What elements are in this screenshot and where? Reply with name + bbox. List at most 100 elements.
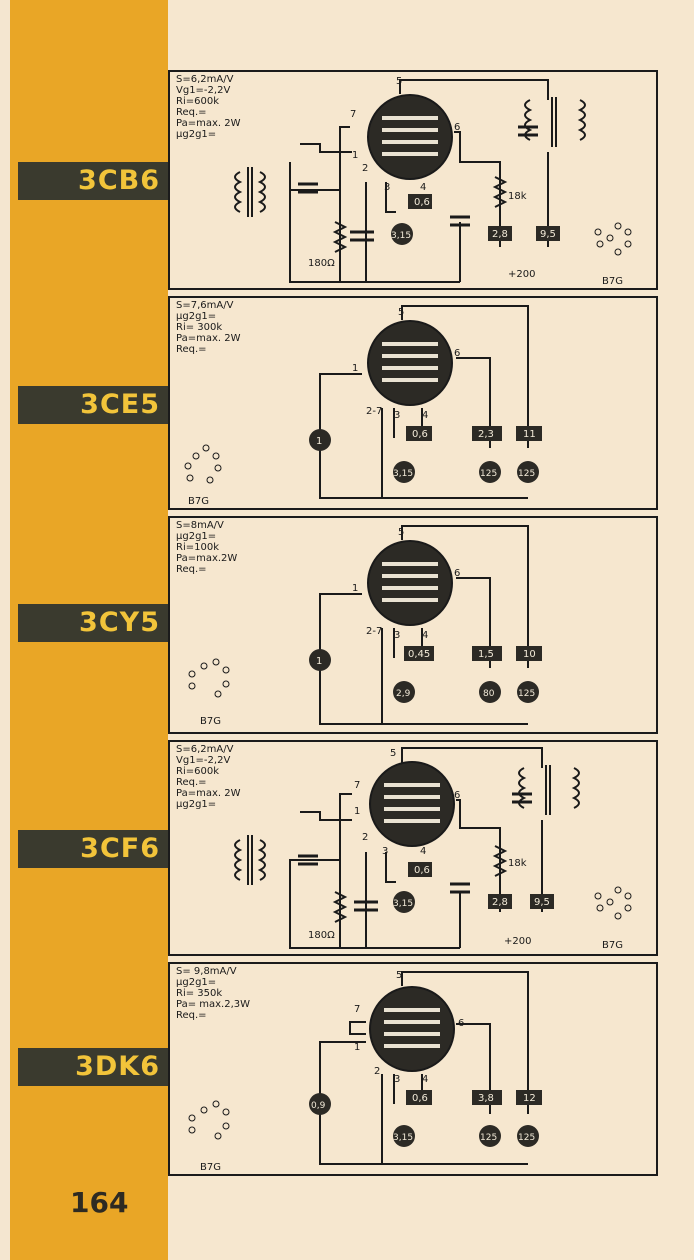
pin-label: 7 [350,109,356,120]
cathode-voltage: 0,6 [414,197,430,208]
anode-voltage-box [472,1090,502,1105]
wiring [289,747,543,949]
tube-label-3cf6: 3CF6 [18,830,168,868]
spec-line: Req.= [176,777,207,788]
tube-panel-3cb6: S=6,2mA/V Vg1=-2,2V Ri=600k Req.= Pa=max… [168,70,658,290]
resistor-icon [332,176,508,253]
screen-voltage: 9,5 [540,229,556,240]
anode-voltage: 2,8 [492,897,508,908]
pin-label: 5 [396,76,402,87]
tube-electrodes-icon [384,1008,440,1048]
spec-line: Pa=max.2W [176,553,238,564]
filament-voltage: 3,15 [393,469,413,479]
filament-voltage: 3,15 [393,1133,413,1143]
spec-list: S=6,2mA/V Vg1=-2,2V Ri=600k Req.= Pa=max… [176,74,240,140]
pin-label: 5 [398,307,404,318]
tube-electrodes-icon [382,116,438,156]
base-type: B7G [200,716,221,727]
pin-label: 6 [454,122,460,133]
filament-voltage: 3,15 [393,899,413,909]
anode-voltage: 3,8 [478,1093,494,1104]
input-transformer-icon [234,835,266,885]
spec-line: Ri= 350k [176,988,223,999]
tube-envelope-icon [369,761,455,847]
screen-meter-icon [517,1125,539,1147]
tube-envelope-icon [367,94,453,180]
tube-electrodes-icon [382,562,438,602]
screen-meter-value: 125 [518,469,535,479]
grid-meter-icon [309,1093,331,1115]
anode-voltage-box [488,894,512,909]
page-number: 164 [70,1186,129,1219]
pin-label: 1 [352,363,358,374]
tube-panel-3dk6: S= 9,8mA/V μg2g1= Ri= 350k Pa= max.2,3W … [168,962,658,1176]
spec-line: S= 9,8mA/V [176,966,237,977]
grid-meter-icon [309,429,331,451]
anode-voltage-box [488,226,512,241]
filament-voltage: 3,15 [391,231,411,241]
pin-label: 6 [458,1018,464,1029]
pin-label: 7 [354,1004,360,1015]
screen-voltage-box [536,226,560,241]
pin-label: 3 [384,182,390,193]
pin-label: 2-7 [366,406,382,417]
grid-voltage: 1 [316,436,322,447]
left-page-edge [0,0,10,1260]
screen-voltage-box [516,426,542,441]
anode-meter-icon [479,1125,501,1147]
spec-line: Req.= [176,107,207,118]
filament-meter-icon [393,461,415,483]
cathode-voltage-box [408,862,432,877]
cathode-voltage: 0,6 [414,865,430,876]
input-transformer-icon [234,167,266,217]
screen-voltage-box [530,894,554,909]
tube-panel-3cf6: S=6,2mA/V Vg1=-2,2V Ri=600k Req.= Pa=max… [168,740,658,956]
pin-label: 5 [390,748,396,759]
pin-label: 3 [394,1074,400,1085]
grid-voltage: 0,9 [311,1101,326,1111]
output-transformer-icon [518,765,580,815]
spec-line: Req.= [176,564,207,575]
pin-label: 6 [454,790,460,801]
screen-voltage: 12 [523,1093,536,1104]
screen-voltage: 10 [523,649,536,660]
anode-voltage-box [472,646,502,661]
base-type: B7G [602,276,623,287]
pin-label: 2 [362,163,368,174]
tube-envelope-icon [367,320,453,406]
base-type: B7G [200,1162,221,1173]
cathode-voltage-box [404,646,434,661]
spec-line: S=6,2mA/V [176,74,234,85]
circuit-diagram: 5 7 1 2 3 4 6 0,9 0,6 3,15 3,8 12 125 12… [188,970,542,1173]
spec-line: Req.= [176,1010,207,1021]
spec-line: Pa=max. 2W [176,788,241,799]
anode-meter-value: 125 [480,1133,497,1143]
cathode-voltage-box [406,426,432,441]
pin-label: 7 [354,780,360,791]
capacitor-icon [298,125,538,242]
screen-voltage: 9,5 [534,897,550,908]
pin-label: 6 [454,568,460,579]
circuit-diagram: 5 1 2-7 3 4 6 1 0,6 3,15 2,3 11 125 125 [184,305,542,507]
filament-meter-icon [391,223,413,245]
screen-meter-icon [517,461,539,483]
cathode-voltage: 0,6 [412,1093,428,1104]
spec-line: Ri=600k [176,766,219,777]
spec-line: S=7,6mA/V [176,300,234,311]
pin-label: 3 [394,410,400,421]
tube-envelope-icon [367,540,453,626]
pin-label: 2 [374,1066,380,1077]
pin-label: 5 [396,970,402,981]
cathode-voltage: 0,45 [408,649,430,660]
tube-envelope-icon [369,986,455,1072]
spec-line: Pa=max. 2W [176,118,241,129]
pin-label: 3 [394,630,400,641]
pin-label: 6 [454,348,460,359]
tube-label-3ce5: 3CE5 [18,386,168,424]
pin-label: 4 [420,182,426,193]
pin-label: 1 [354,1042,360,1053]
resistor-icon [332,845,508,923]
pin-label: 4 [422,1074,428,1085]
spec-line: Vg1=-2,2V [176,755,231,766]
spec-list: S=6,2mA/V Vg1=-2,2V Ri=600k Req.= Pa=max… [176,744,240,810]
